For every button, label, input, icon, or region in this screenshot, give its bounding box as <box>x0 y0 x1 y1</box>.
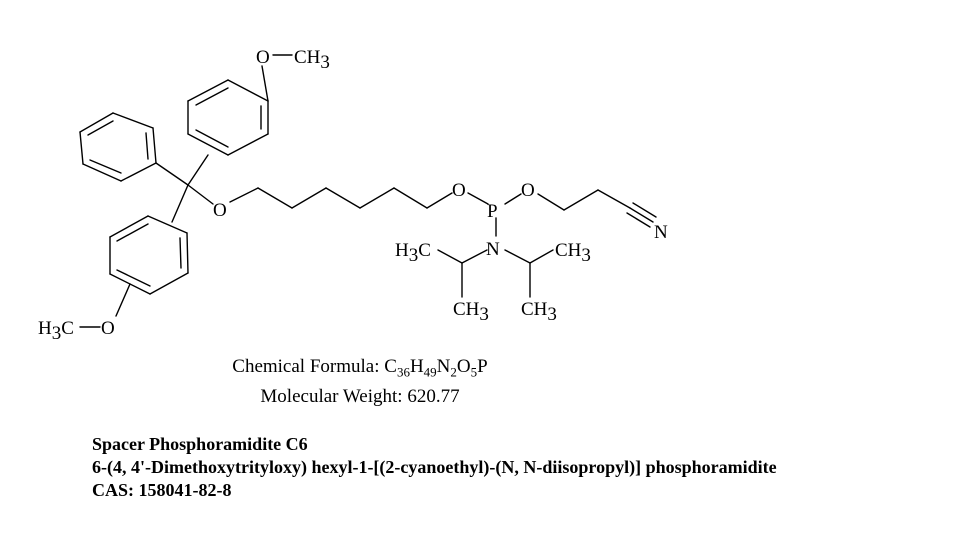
methyl-label-low-right: CH3 <box>521 299 557 325</box>
chemical-formula: Chemical Formula: C36H49N2O5P <box>232 356 488 380</box>
methyl-label-top: CH3 <box>294 47 330 73</box>
methyl-label-left: H3C <box>395 240 431 266</box>
methoxyphenyl-ring-bottom <box>109 215 189 295</box>
methyl-label-low-left: CH3 <box>453 299 489 325</box>
methoxyphenyl-ring-top <box>187 79 269 156</box>
nitrile-nitrogen-label: N <box>654 222 668 243</box>
molecular-weight: Molecular Weight: 620.77 <box>260 386 460 407</box>
diisopropyl-group <box>437 249 554 298</box>
oxygen-label-cyano: O <box>521 180 535 201</box>
oxygen-label-trityl: O <box>213 200 227 221</box>
cas-number: CAS: 158041-82-8 <box>92 480 232 500</box>
oxygen-label-chain: O <box>452 180 466 201</box>
methyl-label-bottom: H3C <box>38 318 74 344</box>
compound-info: Spacer Phosphoramidite C6 6-(4, 4'-Dimet… <box>92 433 777 502</box>
methyl-label-right: CH3 <box>555 240 591 266</box>
amine-nitrogen-label: N <box>486 239 500 260</box>
hexyl-chain <box>229 187 453 209</box>
oxygen-label-top: O <box>256 47 270 68</box>
phenyl-ring <box>79 112 157 182</box>
compound-name: Spacer Phosphoramidite C6 <box>92 434 308 454</box>
cyanoethyl-group <box>537 189 657 228</box>
phosphorus-label: P <box>487 201 498 222</box>
oxygen-label-bottom: O <box>101 318 115 339</box>
compound-iupac-name: 6-(4, 4'-Dimethoxytrityloxy) hexyl-1-[(2… <box>92 457 777 477</box>
